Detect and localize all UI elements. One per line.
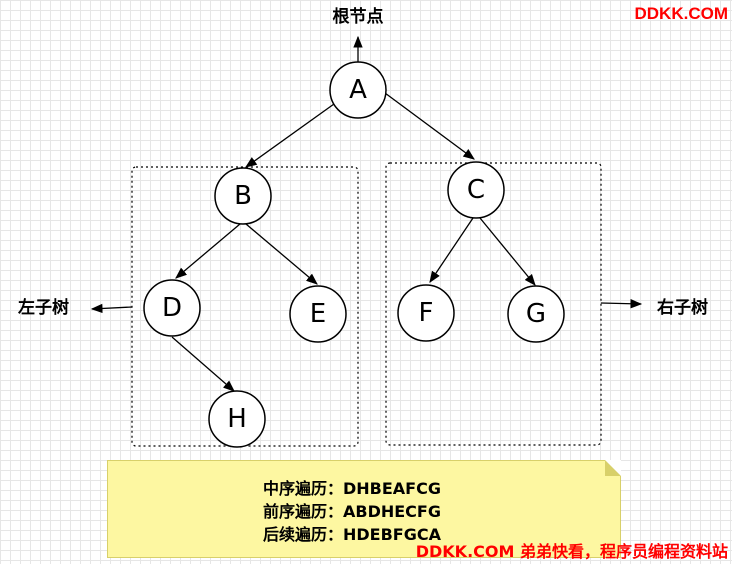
root-label: 根节点: [333, 6, 384, 27]
right-subtree-box: [385, 162, 602, 446]
traversal-note: 中序遍历：DHBEAFCG 前序遍历：ABDHECFG 后续遍历：HDEBFGC…: [107, 460, 621, 558]
node-e-label: E: [310, 299, 326, 329]
node-c-label: C: [467, 175, 485, 205]
right-subtree-label: 右子树: [657, 297, 708, 318]
node-f-label: F: [419, 298, 434, 328]
left-subtree-label: 左子树: [18, 297, 69, 318]
node-a: A: [329, 61, 387, 119]
edge-b-e: [245, 223, 318, 285]
edge-a-c: [384, 92, 475, 160]
edge-a-b: [245, 103, 335, 168]
postorder-traversal: 后续遍历：HDEBFGCA: [263, 525, 441, 544]
node-g: G: [507, 285, 565, 343]
preorder-traversal: 前序遍历：ABDHECFG: [263, 502, 441, 521]
node-f: F: [397, 284, 455, 342]
node-b: B: [214, 167, 272, 225]
edge-c-f: [429, 217, 474, 283]
node-c: C: [447, 161, 505, 219]
node-b-label: B: [234, 181, 252, 211]
edge-left-subtree: [90, 303, 133, 314]
node-d-label: D: [162, 293, 182, 323]
node-g-label: G: [526, 299, 546, 329]
node-h: H: [208, 390, 266, 448]
node-e: E: [289, 285, 347, 343]
edge-right-subtree: [600, 299, 643, 309]
traversal-list: 中序遍历：DHBEAFCG 前序遍历：ABDHECFG 后续遍历：HDEBFGC…: [263, 477, 441, 546]
node-h-label: H: [227, 404, 247, 434]
edge-b-d: [175, 223, 241, 279]
note-fold-corner: [605, 460, 621, 476]
edge-c-g: [479, 217, 536, 286]
inorder-traversal: 中序遍历：DHBEAFCG: [263, 479, 441, 498]
footer-watermark: DDKK.COM 弟弟快看，程序员编程资料站: [415, 542, 728, 561]
edge-d-h: [171, 336, 235, 392]
node-a-label: A: [349, 75, 367, 105]
node-d: D: [143, 279, 201, 337]
brand-logo: DDKK.COM: [634, 4, 729, 23]
